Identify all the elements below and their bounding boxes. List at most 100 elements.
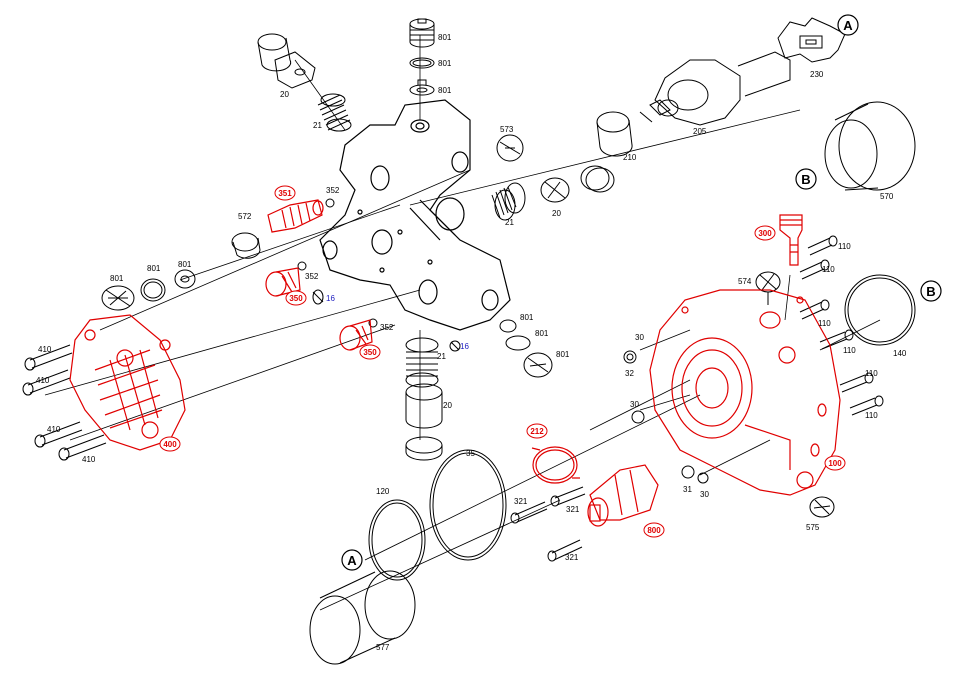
o-ring-part-140 xyxy=(844,274,916,346)
ref-circle-b-right xyxy=(920,280,942,302)
bolts-part-410 xyxy=(22,344,107,461)
cover-part-400 xyxy=(69,314,186,451)
seal-washer-801-top xyxy=(409,79,435,96)
label-16-left: 16 xyxy=(326,294,335,303)
pressure-valve-part-300 xyxy=(779,214,803,266)
label-800: 800 xyxy=(647,526,661,535)
assembly-lines xyxy=(44,35,881,611)
label-110-e: 110 xyxy=(865,369,878,378)
label-321-a: 321 xyxy=(514,497,528,506)
bolts-part-110 xyxy=(799,235,884,416)
label-410-a: 410 xyxy=(38,345,52,354)
label-205: 205 xyxy=(693,127,707,136)
ring-part-20-mid xyxy=(540,177,570,203)
label-352-a: 352 xyxy=(326,186,340,195)
screw-plug-801-left xyxy=(101,285,135,311)
ref-circle-b-left xyxy=(795,168,817,190)
pump-body-part-100 xyxy=(649,289,841,496)
valve-part-350-lower xyxy=(339,319,373,351)
valve-part-350-upper xyxy=(265,267,301,297)
label-35: 35 xyxy=(466,449,475,458)
ref-letter-b-left: B xyxy=(801,172,810,187)
small-rings-30-31-32 xyxy=(623,350,709,484)
label-32: 32 xyxy=(625,369,634,378)
label-801-top-1: 801 xyxy=(438,33,452,42)
seal-ring-801-top xyxy=(409,57,435,69)
metering-unit-part-800 xyxy=(587,464,659,527)
spring-part-21-bottom xyxy=(405,337,439,388)
label-575: 575 xyxy=(806,523,820,532)
label-577: 577 xyxy=(376,643,390,652)
tappet-part-20-top xyxy=(257,33,316,89)
label-352-c: 352 xyxy=(380,323,394,332)
coupling-part-230 xyxy=(777,17,846,63)
label-801-top-2: 801 xyxy=(438,59,452,68)
label-352-b: 352 xyxy=(305,272,319,281)
label-400: 400 xyxy=(163,440,177,449)
ref-letter-b-right: B xyxy=(926,284,935,299)
ref-markers: A A B B xyxy=(341,14,942,571)
label-110-c: 110 xyxy=(818,319,831,328)
sleeve-part-210-lower xyxy=(580,165,615,193)
label-573: 573 xyxy=(500,125,514,134)
label-110-a: 110 xyxy=(838,242,851,251)
plug-part-572 xyxy=(231,232,261,259)
filter-part-16-left xyxy=(312,289,324,305)
label-20-bottom: 20 xyxy=(443,401,452,410)
label-110-b: 110 xyxy=(822,265,835,274)
ref-circle-a-bottom xyxy=(341,549,363,571)
label-30-b: 30 xyxy=(630,400,639,409)
label-100: 100 xyxy=(828,459,842,468)
label-574: 574 xyxy=(738,277,752,286)
label-30-c: 30 xyxy=(700,490,709,499)
red-callout-circles xyxy=(159,185,846,538)
bolts-part-321 xyxy=(510,486,586,562)
label-321-c: 321 xyxy=(565,553,579,562)
label-801-left-2: 801 xyxy=(147,264,161,273)
label-20-top: 20 xyxy=(280,90,289,99)
label-21-bottom: 21 xyxy=(437,352,446,361)
cap-part-573 xyxy=(496,134,524,162)
label-20-mid: 20 xyxy=(552,209,561,218)
label-30-a: 30 xyxy=(635,333,644,342)
label-801-right-1: 801 xyxy=(520,313,534,322)
label-21-mid: 21 xyxy=(505,218,514,227)
sleeve-part-577 xyxy=(309,570,416,665)
seal-washer-801-left xyxy=(174,269,196,289)
label-410-b: 410 xyxy=(36,376,50,385)
label-212: 212 xyxy=(530,427,544,436)
label-801-left-3: 801 xyxy=(178,260,192,269)
screw-plug-801-top xyxy=(409,18,435,48)
label-140: 140 xyxy=(893,349,907,358)
label-16-right: 16 xyxy=(460,342,469,351)
label-801-right-2: 801 xyxy=(535,329,549,338)
filter-part-16-right xyxy=(449,340,461,352)
seal-ring-801-left xyxy=(140,278,166,302)
sleeve-part-570 xyxy=(824,101,916,191)
label-570: 570 xyxy=(880,192,894,201)
vent-part-575 xyxy=(809,496,835,518)
label-110-f: 110 xyxy=(865,411,878,420)
label-350-upper: 350 xyxy=(289,294,303,303)
drive-shaft-part-205 xyxy=(639,51,791,126)
pump-housing xyxy=(319,99,511,331)
ref-letter-a-top: A xyxy=(843,18,853,33)
ref-letter-a-bottom: A xyxy=(347,553,357,568)
label-300: 300 xyxy=(758,229,772,238)
o-ring-part-35 xyxy=(429,449,507,561)
label-321-b: 321 xyxy=(566,505,580,514)
label-410-c: 410 xyxy=(47,425,61,434)
label-120: 120 xyxy=(376,487,390,496)
label-210: 210 xyxy=(623,153,637,162)
label-801-left-1: 801 xyxy=(110,274,124,283)
label-351: 351 xyxy=(278,189,292,198)
label-31: 31 xyxy=(683,485,692,494)
label-410-d: 410 xyxy=(82,455,96,464)
label-801-right-3: 801 xyxy=(556,350,570,359)
label-350-lower: 350 xyxy=(363,348,377,357)
label-21-top: 21 xyxy=(313,121,322,130)
label-801-top-3: 801 xyxy=(438,86,452,95)
valve-part-351 xyxy=(267,199,324,233)
fittings-part-352 xyxy=(297,198,378,328)
